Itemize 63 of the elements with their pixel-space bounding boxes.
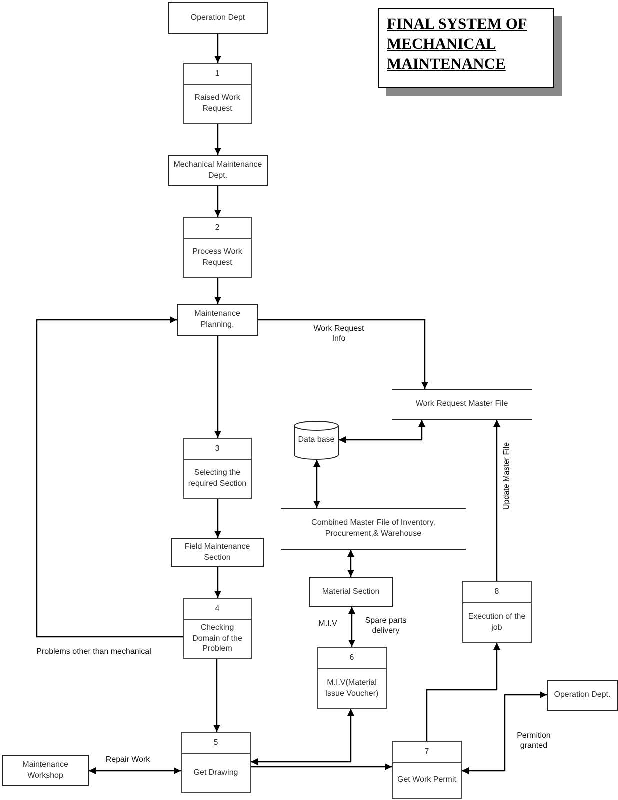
process-number: 5: [214, 738, 218, 748]
node-label: Work Request Master File: [414, 399, 510, 410]
numbered-process-box: [183, 63, 252, 124]
arrow: [214, 124, 222, 155]
numbered-process-box: [181, 732, 251, 793]
edge-label: Update Master File: [502, 442, 512, 510]
arrow: [251, 764, 392, 770]
arrow: [214, 659, 220, 732]
process-box: [168, 2, 268, 34]
process-number: 4: [215, 604, 220, 614]
process-number: 8: [494, 586, 500, 598]
process-label: Get Drawing: [194, 768, 238, 778]
numbered-process-box: [462, 581, 532, 643]
arrow: [258, 319, 428, 389]
process-box: [171, 538, 264, 567]
arrow: [214, 186, 222, 217]
node-label: Operation Dept.: [553, 690, 612, 701]
arrow: [339, 420, 426, 444]
process-number: 2: [215, 222, 220, 234]
arrow: [214, 567, 222, 598]
arrow: [426, 643, 500, 741]
numbered-process-box: [183, 438, 252, 499]
arrow: [214, 499, 222, 538]
node-label: Mechanical Maintenance Dept.: [172, 160, 264, 182]
numbered-process-box: [183, 598, 252, 659]
arrow: [214, 336, 222, 438]
process-label: Execution of the job: [467, 612, 527, 634]
node-label: Combined Master File of Inventory, Procurement,& Warehouse: [310, 518, 436, 540]
process-number: 3: [215, 444, 220, 454]
node-label: Maintenance Workshop: [22, 760, 70, 782]
node-label: Field Maintenance Section: [184, 542, 252, 564]
process-label: Checking Domain of the Problem: [192, 622, 244, 656]
process-label: Get Work Permit: [398, 775, 456, 786]
node-label: Data base: [297, 435, 336, 446]
process-box: [309, 577, 393, 607]
process-box: [2, 755, 89, 786]
arrow: [36, 316, 183, 638]
process-label: Raised Work Request: [194, 93, 242, 115]
process-label: Process Work Request: [192, 247, 244, 269]
arrow: [89, 768, 181, 774]
arrow: [494, 420, 500, 581]
process-box: [547, 680, 618, 711]
arrow: [214, 34, 222, 63]
arrow: [214, 278, 222, 304]
numbered-process-box: [183, 217, 252, 278]
numbered-process-box: [317, 647, 387, 709]
arrow: [462, 692, 547, 774]
process-box: [168, 155, 268, 186]
process-label: Selecting the required Section: [187, 468, 248, 490]
node-label: Material Section: [321, 586, 381, 598]
arrow: [314, 460, 320, 508]
process-label: M.I.V(Material Issue Voucher): [324, 678, 380, 700]
database-cylinder: [294, 421, 339, 460]
node-label: Maintenance Planning.: [194, 309, 242, 331]
numbered-process-box: [392, 741, 462, 799]
process-number: 6: [350, 652, 354, 664]
node-label: Operation Dept: [190, 12, 246, 24]
arrow: [348, 607, 356, 647]
process-number: 7: [424, 746, 430, 758]
process-box: [177, 304, 258, 336]
arrow: [251, 709, 354, 766]
arrow: [348, 550, 354, 577]
process-number: 1: [215, 68, 220, 80]
